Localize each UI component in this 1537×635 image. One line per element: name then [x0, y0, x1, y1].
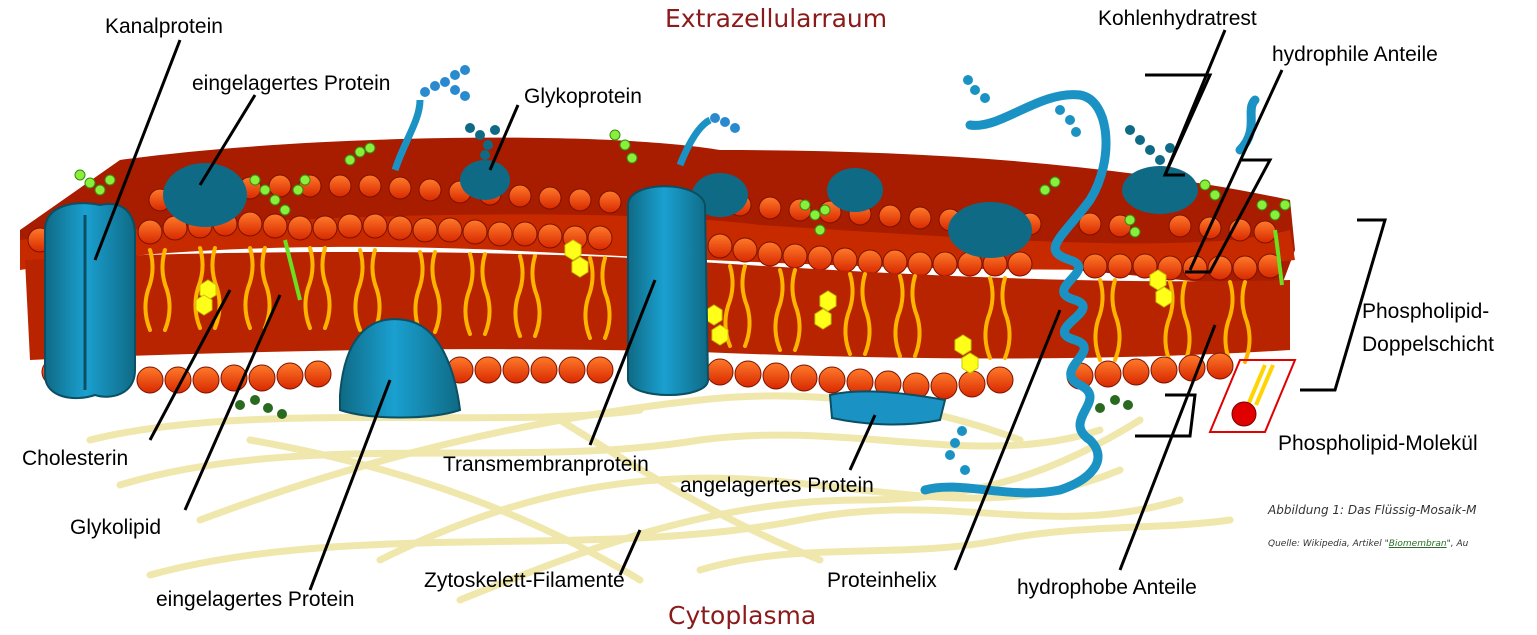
label-phospholipid-doppelschicht-2: Doppelschicht: [1362, 334, 1494, 355]
label-cholesterin: Cholesterin: [22, 448, 128, 469]
cytoskeleton-filaments: [90, 396, 1230, 600]
figure-caption: Abbildung 1: Das Flüssig-Mosaik-M: [1268, 504, 1476, 516]
label-glykoprotein: Glykoprotein: [524, 86, 642, 107]
label-angelagertes-protein: angelagertes Protein: [680, 475, 874, 496]
channel-protein: [45, 203, 135, 398]
label-hydrophile-anteile: hydrophile Anteile: [1272, 44, 1438, 65]
label-phospholipid-doppelschicht-1: Phospholipid-: [1362, 301, 1489, 322]
label-transmembranprotein: Transmembranprotein: [443, 454, 649, 475]
source-link[interactable]: Biomembran: [1389, 539, 1447, 549]
label-kohlenhydratrest: Kohlenhydratrest: [1098, 8, 1257, 29]
label-zytoskelett-filamente: Zytoskelett-Filamente: [424, 570, 625, 591]
label-eingelagertes-protein-bottom: eingelagertes Protein: [156, 589, 354, 610]
transmembrane-protein: [628, 186, 708, 395]
label-proteinhelix: Proteinhelix: [827, 570, 937, 591]
label-kanalprotein: Kanalprotein: [105, 16, 223, 37]
region-extracellular: Extrazellularraum: [665, 6, 887, 31]
figure-source: Quelle: Wikipedia, Artikel "Biomembran",…: [1268, 540, 1468, 549]
peripheral-protein: [830, 391, 945, 424]
source-prefix: Quelle: Wikipedia, Artikel ": [1268, 539, 1389, 549]
embedded-protein-top: [163, 163, 247, 227]
label-glykolipid: Glykolipid: [70, 517, 161, 538]
region-cytoplasm: Cytoplasma: [668, 603, 816, 628]
label-phospholipid-molekuel: Phospholipid-Molekül: [1278, 433, 1478, 454]
label-hydrophobe-anteile: hydrophobe Anteile: [1017, 577, 1197, 598]
source-suffix: ", Au: [1447, 539, 1469, 549]
label-eingelagertes-protein-top: eingelagertes Protein: [192, 73, 390, 94]
